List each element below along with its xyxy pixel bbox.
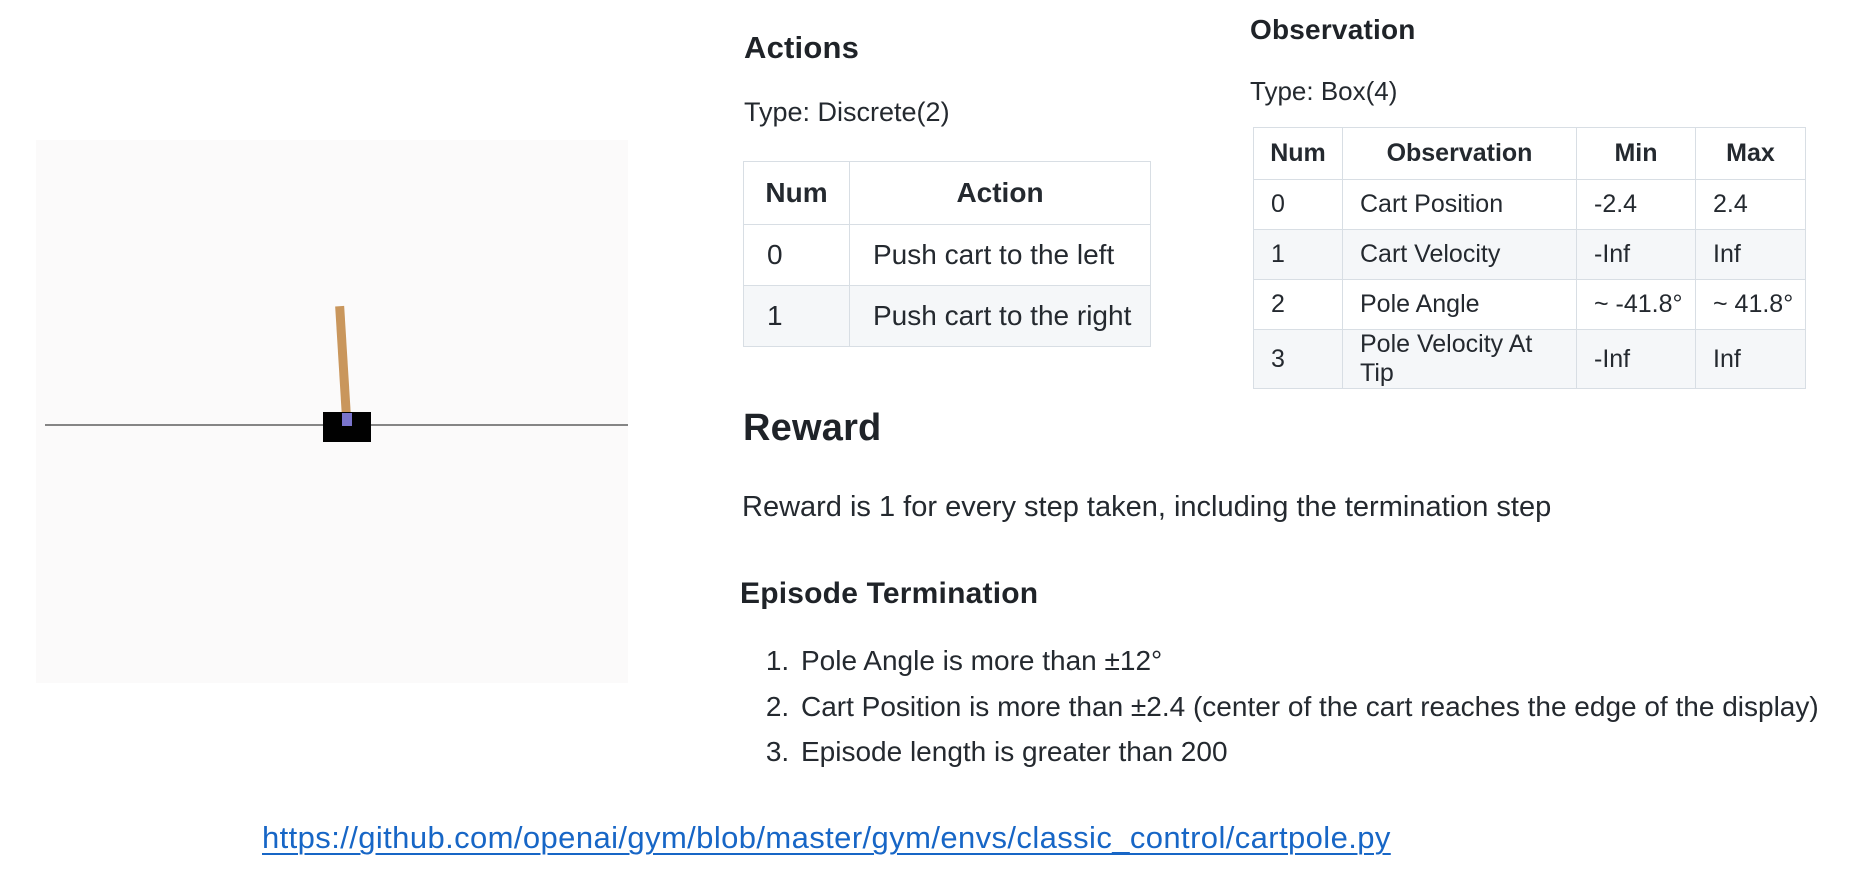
observation-table: Num Observation Min Max 0 Cart Position … — [1253, 127, 1806, 389]
table-cell: Pole Angle — [1342, 279, 1577, 330]
table-row: 1 Push cart to the right — [743, 285, 1151, 347]
observation-heading: Observation — [1250, 14, 1416, 45]
table-cell: -2.4 — [1576, 179, 1696, 230]
table-cell: Pole Velocity At Tip — [1342, 329, 1577, 389]
column-header-num: Num — [1253, 127, 1343, 180]
termination-item: Episode length is greater than 200 — [797, 729, 1819, 775]
table-row: 2 Pole Angle ~ -41.8° ~ 41.8° — [1253, 279, 1806, 330]
table-cell: ~ 41.8° — [1695, 279, 1806, 330]
column-header-max: Max — [1695, 127, 1806, 180]
table-cell: 2.4 — [1695, 179, 1806, 230]
pole-axle — [342, 413, 352, 426]
cartpole-image-background — [36, 140, 628, 683]
table-cell: 0 — [1253, 179, 1343, 230]
termination-item: Pole Angle is more than ±12° — [797, 638, 1819, 684]
observation-type-label: Type: Box(4) — [1250, 76, 1398, 106]
table-cell: Inf — [1695, 329, 1806, 389]
table-row: 1 Cart Velocity -Inf Inf — [1253, 229, 1806, 280]
table-cell: Cart Position — [1342, 179, 1577, 230]
column-header-observation: Observation — [1342, 127, 1577, 180]
reward-heading: Reward — [743, 407, 882, 449]
actions-table: Num Action 0 Push cart to the left 1 Pus… — [743, 161, 1151, 347]
table-cell: ~ -41.8° — [1576, 279, 1696, 330]
observation-table-header-row: Num Observation Min Max — [1253, 127, 1806, 180]
table-row: 3 Pole Velocity At Tip -Inf Inf — [1253, 329, 1806, 389]
table-cell: 2 — [1253, 279, 1343, 330]
episode-termination-list: Pole Angle is more than ±12° Cart Positi… — [731, 638, 1819, 775]
source-link[interactable]: https://github.com/openai/gym/blob/maste… — [262, 820, 1391, 855]
episode-termination-heading: Episode Termination — [740, 577, 1039, 610]
actions-table-header-row: Num Action — [743, 161, 1151, 225]
column-header-action: Action — [849, 161, 1151, 225]
column-header-num: Num — [743, 161, 850, 225]
table-cell: 1 — [743, 285, 850, 347]
table-row: 0 Push cart to the left — [743, 224, 1151, 286]
table-cell: Push cart to the left — [849, 224, 1151, 286]
reward-text: Reward is 1 for every step taken, includ… — [742, 491, 1552, 523]
table-row: 0 Cart Position -2.4 2.4 — [1253, 179, 1806, 230]
table-cell: 1 — [1253, 229, 1343, 280]
table-cell: -Inf — [1576, 229, 1696, 280]
actions-heading: Actions — [744, 30, 860, 65]
table-cell: Push cart to the right — [849, 285, 1151, 347]
termination-item: Cart Position is more than ±2.4 (center … — [797, 684, 1819, 730]
table-cell: 3 — [1253, 329, 1343, 389]
table-cell: 0 — [743, 224, 850, 286]
actions-type-label: Type: Discrete(2) — [744, 97, 950, 127]
column-header-min: Min — [1576, 127, 1696, 180]
table-cell: Inf — [1695, 229, 1806, 280]
table-cell: Cart Velocity — [1342, 229, 1577, 280]
table-cell: -Inf — [1576, 329, 1696, 389]
